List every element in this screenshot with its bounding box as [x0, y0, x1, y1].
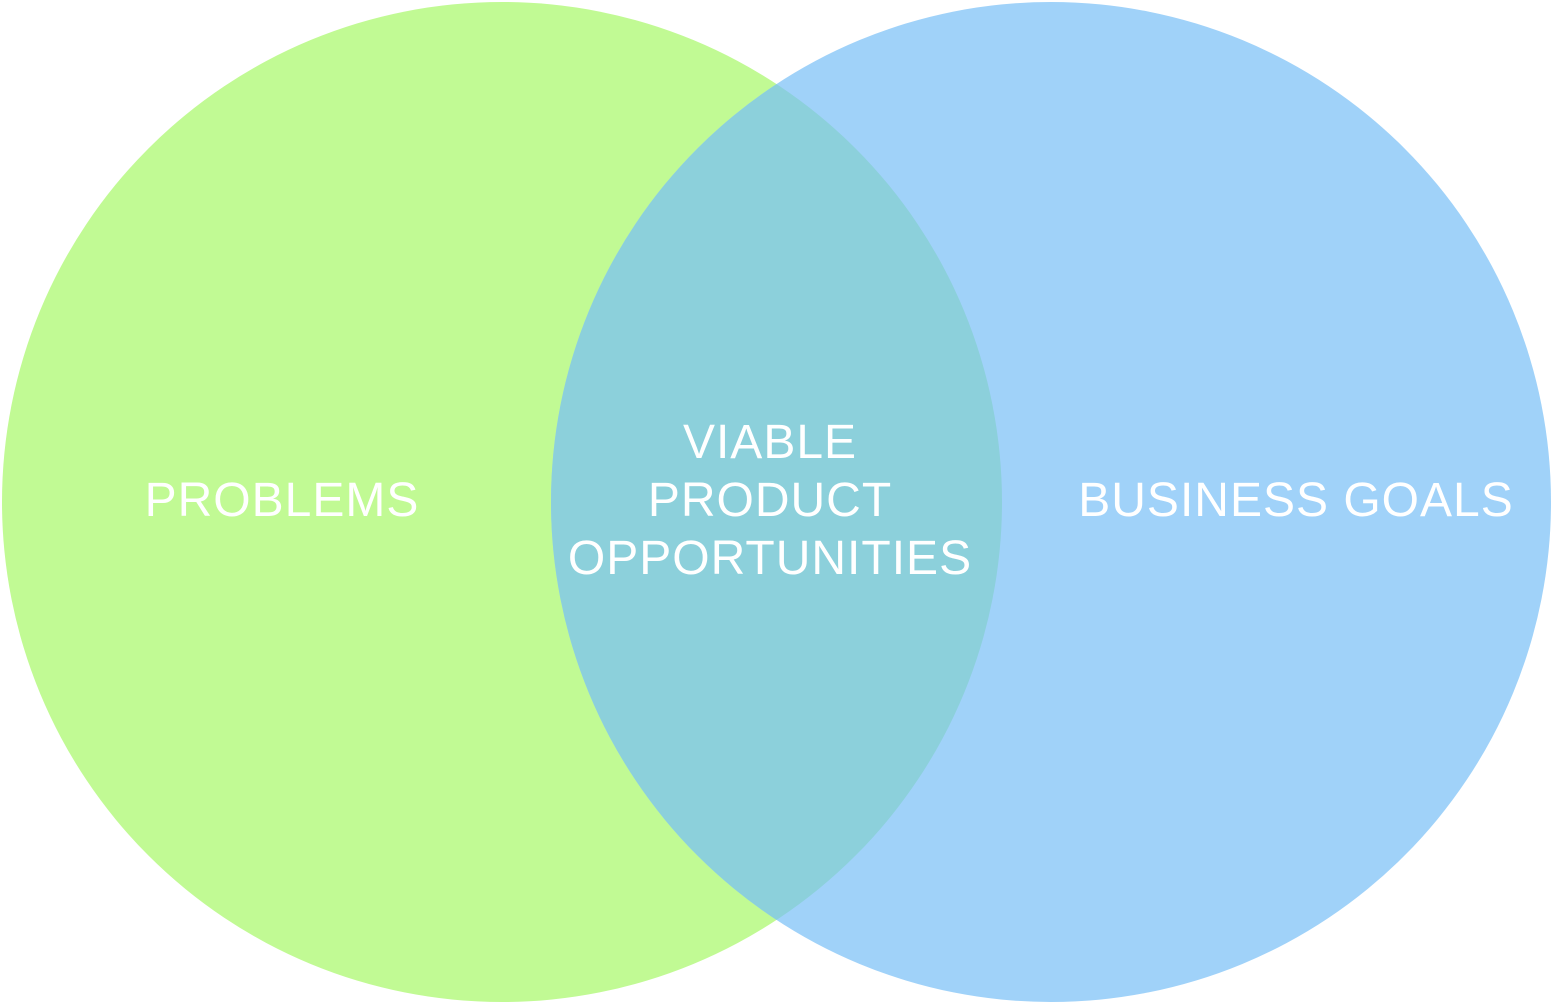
business-goals-label: BUSINESS GOALS — [1078, 474, 1514, 527]
overlap-label-line-1: VIABLE — [682, 416, 858, 469]
overlap-label: VIABLE PRODUCT OPPORTUNITIES — [560, 414, 980, 588]
overlap-label-line-2: PRODUCT — [647, 474, 893, 527]
problems-label: PROBLEMS — [144, 474, 420, 527]
overlap-region — [551, 2, 1002, 1002]
overlap-label-line-3: OPPORTUNITIES — [567, 532, 973, 585]
